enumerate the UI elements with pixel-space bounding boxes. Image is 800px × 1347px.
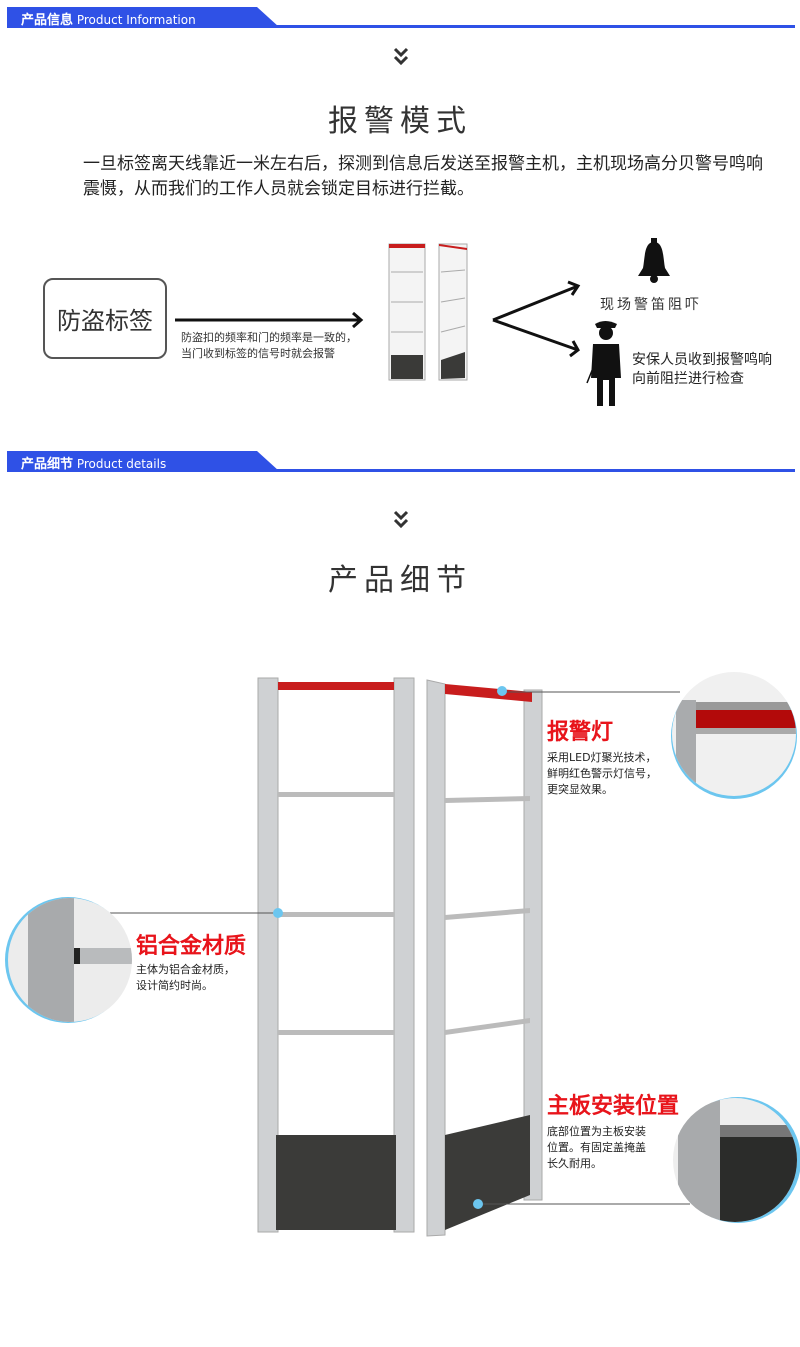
security-guard-icon xyxy=(586,321,621,406)
callout-line: 采用LED灯聚光技术， xyxy=(547,751,657,764)
callout-aluminum-alloy: 铝合金材质 主体为铝合金材质， 设计简约时尚。 xyxy=(136,928,246,994)
callout-line: 长久耐用。 xyxy=(547,1157,602,1170)
callout-line: 鲜明红色警示灯信号， xyxy=(547,767,657,780)
alarm-description: 一旦标签离天线靠近一米左右后，探测到信息后发送至报警主机，主机现场高分贝警号鸣响… xyxy=(83,154,763,199)
frequency-note: 防盗扣的频率和门的频率是一致的，当门收到标签的信号时就会报警 xyxy=(181,331,357,360)
security-gate-detail-image xyxy=(5,672,800,1237)
chevron-down-icon xyxy=(393,510,409,529)
split-arrow-icon xyxy=(492,280,581,358)
bell-icon xyxy=(638,238,670,283)
header-en: Product Information xyxy=(76,13,196,27)
section-header-product-details: 产品细节 Product details xyxy=(7,451,795,473)
arrow-right-icon xyxy=(175,311,364,329)
callout-line: 更突显效果。 xyxy=(547,783,613,796)
section-title: 报警模式 xyxy=(328,104,472,139)
chevron-down-icon xyxy=(393,47,409,66)
bell-caption: 现场警笛阻吓 xyxy=(600,297,702,313)
callout-title: 铝合金材质 xyxy=(136,934,247,959)
header-cn: 产品细节 xyxy=(21,457,74,472)
callout-title: 报警灯 xyxy=(547,720,614,745)
guard-caption-1: 安保人员收到报警鸣响 xyxy=(632,352,772,368)
callout-line: 位置。有固定盖掩盖 xyxy=(547,1141,646,1154)
callout-mainboard-position: 主板安装位置 底部位置为主板安装 位置。有固定盖掩盖 长久耐用。 xyxy=(547,1088,679,1172)
callout-line: 设计简约时尚。 xyxy=(136,979,213,992)
header-en: Product details xyxy=(76,457,167,471)
callout-alarm-light: 报警灯 采用LED灯聚光技术， 鲜明红色警示灯信号， 更突显效果。 xyxy=(547,714,657,798)
header-cn: 产品信息 xyxy=(21,13,74,28)
callout-title: 主板安装位置 xyxy=(547,1094,680,1119)
guard-caption-2: 向前阻拦进行检查 xyxy=(632,371,744,387)
section-title: 产品细节 xyxy=(328,563,472,598)
callout-line: 主体为铝合金材质， xyxy=(136,963,235,976)
anti-theft-tag-box: 防盗标签 xyxy=(43,278,167,359)
section-header-product-information: 产品信息 Product Information xyxy=(7,7,795,29)
callout-line: 底部位置为主板安装 xyxy=(547,1125,646,1138)
security-gate-small-image xyxy=(388,243,468,381)
